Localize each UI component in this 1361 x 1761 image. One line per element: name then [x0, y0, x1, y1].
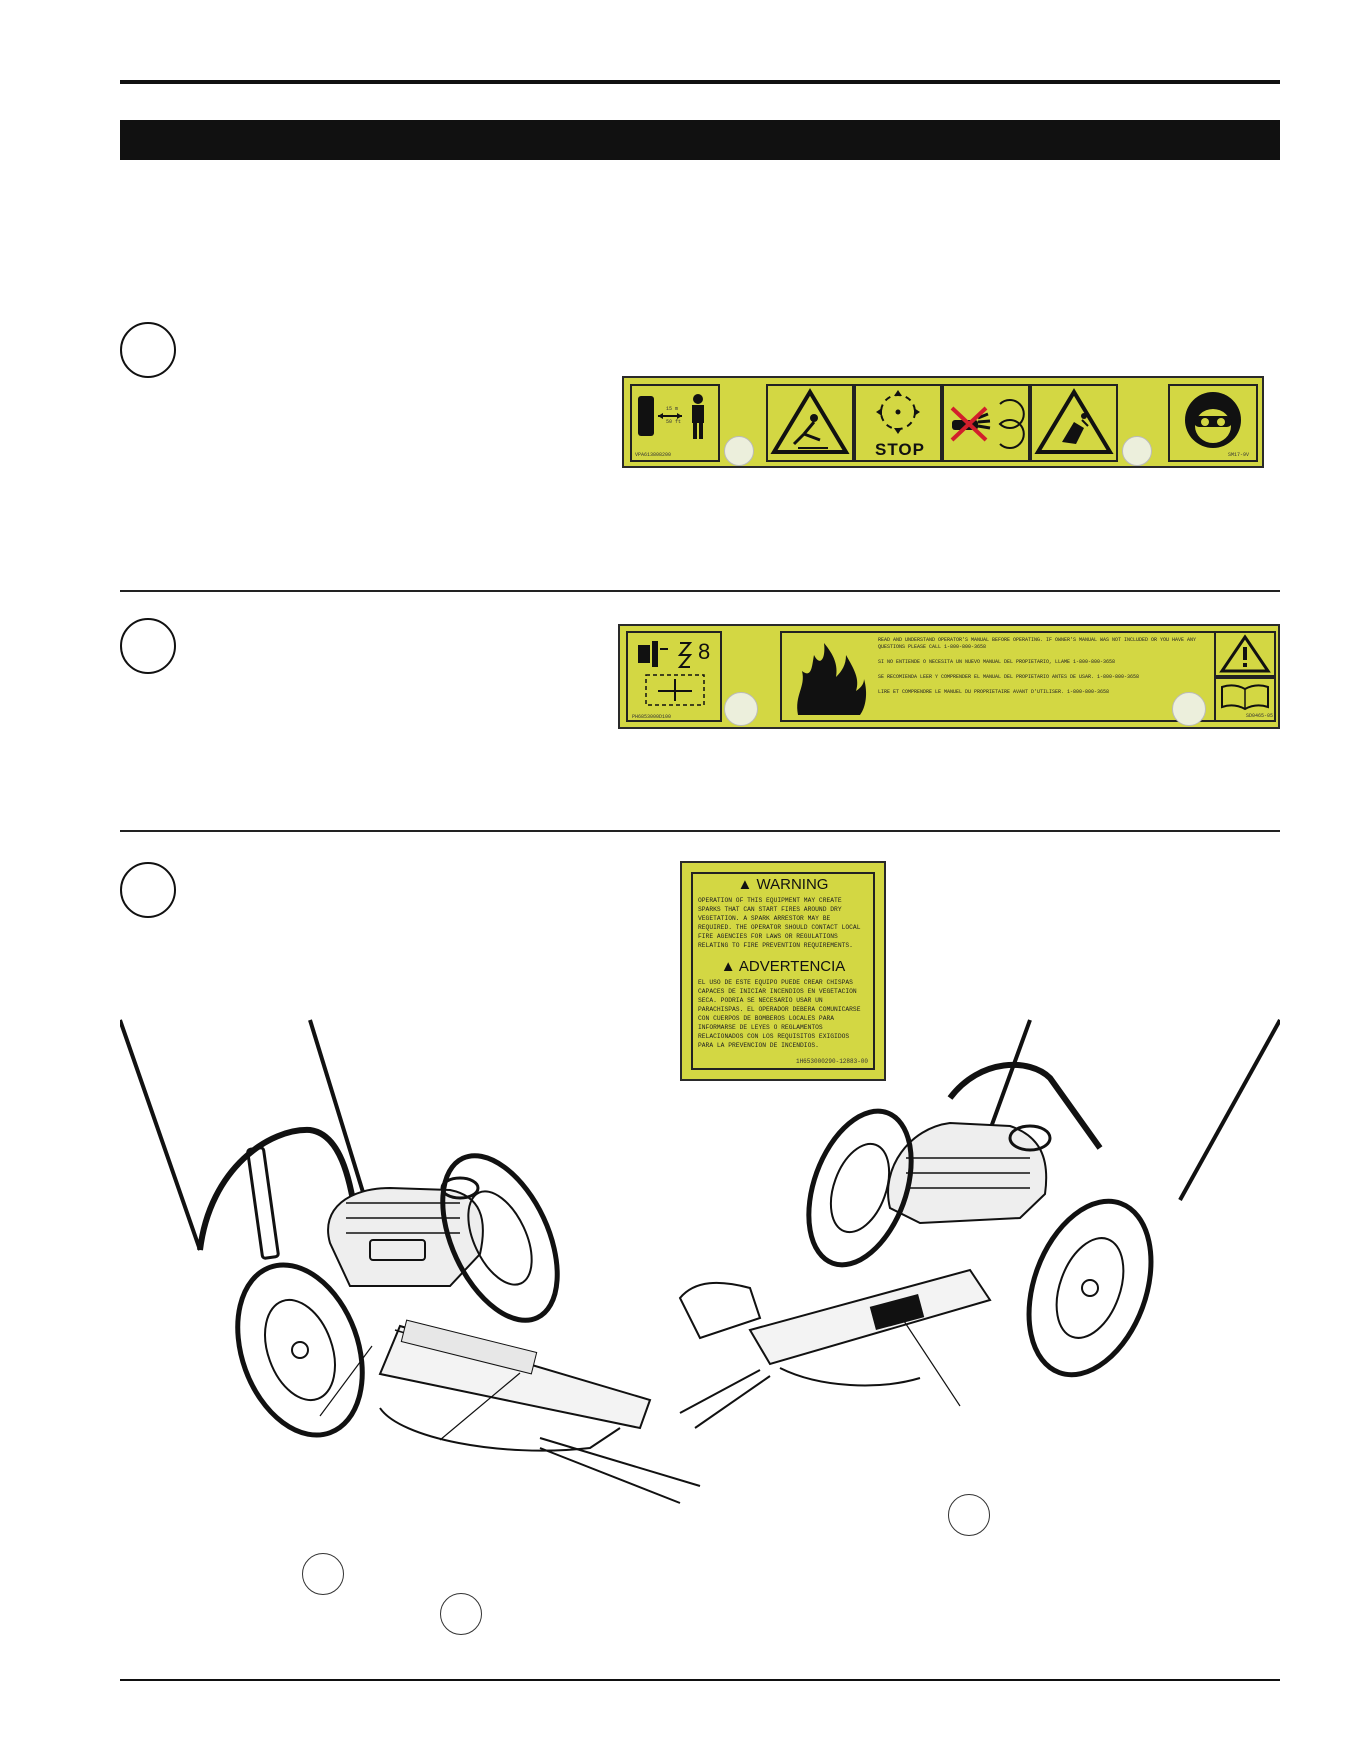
- decal2-text-line-2: SI NO ENTIENDE O NECESITA UN NUEVO MANUA…: [878, 659, 1116, 665]
- advertencia-title: ADVERTENCIA: [738, 958, 846, 975]
- safety-decal-2: 8 PH6853000D100 READ AND UNDERSTAND OPER…: [618, 624, 1280, 729]
- fire-hazard-icon: [797, 643, 867, 715]
- advertencia-text: EL USO DE ESTE EQUIPO PUEDE CREAR CHISPA…: [698, 979, 861, 1049]
- decal1-stop-panel: STOP: [854, 384, 942, 462]
- decal2-manual-panel: SD0465-05: [1214, 677, 1276, 722]
- right-side-decal-location: [869, 1293, 925, 1331]
- oil-change-icon: [638, 641, 693, 668]
- warning-heading: ▲ WARNING: [693, 876, 873, 893]
- bottom-rule: [120, 1679, 1280, 1681]
- thrown-object-warning-icon: [1034, 388, 1114, 454]
- left-trimmer-drawing: [120, 1019, 701, 1504]
- warning-title: WARNING: [756, 876, 829, 893]
- decal1-eye-protection-panel: SM17-9V: [1168, 384, 1258, 462]
- decal3-code: 1H653000290-12883-00: [795, 1058, 868, 1065]
- decal2-right-code: SD0465-05: [1246, 713, 1274, 719]
- section-separator-2: [120, 830, 1280, 832]
- distance-lower-label: 50 ft: [666, 419, 682, 425]
- decal1-thrown-object-panel: [1030, 384, 1118, 462]
- decal2-blank-dot-left: [724, 692, 758, 726]
- callout-circle-3: [948, 1494, 990, 1536]
- decal2-text-line-3: SE RECOMIENDA LEER Y COMPRENDER EL MANUA…: [878, 674, 1140, 680]
- distance-upper-label: 15 m: [666, 406, 679, 412]
- decal1-right-code: SM17-9V: [1228, 452, 1250, 458]
- trimmer-illustration: [120, 1019, 1280, 1504]
- decal2-text-panel: READ AND UNDERSTAND OPERATOR'S MANUAL BE…: [780, 631, 1218, 722]
- rotating-blade-icon: [876, 390, 920, 434]
- eye-protection-icon: [1185, 392, 1241, 448]
- keep-hands-away-icon: [950, 399, 1025, 449]
- step-marker-3: [120, 862, 176, 918]
- safety-decal-1: 15 m 50 ft VPA613808200 STOP: [622, 376, 1264, 468]
- decal2-left-code: PH6853000D100: [632, 714, 672, 720]
- decal1-blank-dot-left: [724, 436, 754, 466]
- section-separator-1: [120, 590, 1280, 592]
- advertencia-heading: ▲ ADVERTENCIA: [693, 958, 873, 975]
- top-rule: [120, 80, 1280, 84]
- right-trimmer-drawing: [678, 1019, 1280, 1429]
- decal2-instructions: READ AND UNDERSTAND OPERATOR'S MANUAL BE…: [878, 637, 1212, 696]
- decal1-slip-panel: [766, 384, 854, 462]
- deck-adjust-icon: [645, 674, 705, 706]
- decal1-hand-panel: [942, 384, 1030, 462]
- slip-warning-icon: [770, 388, 850, 454]
- warning-text: OPERATION OF THIS EQUIPMENT MAY CREATE S…: [698, 897, 861, 949]
- spark-warning-decal: ▲ WARNING OPERATION OF THIS EQUIPMENT MA…: [680, 861, 886, 1081]
- caution-triangle-icon: [1219, 634, 1271, 673]
- decal2-text-line-1: READ AND UNDERSTAND OPERATOR'S MANUAL BE…: [878, 637, 1197, 650]
- callout-circle-1: [302, 1553, 344, 1595]
- stop-label: STOP: [875, 440, 925, 459]
- read-manual-icon: [1221, 684, 1269, 711]
- decal2-blank-dot-right: [1172, 692, 1206, 726]
- left-side-decal-location: [400, 1319, 538, 1375]
- decal2-maintenance-panel: 8 PH6853000D100: [626, 631, 722, 722]
- bystander-distance-icon: [638, 394, 704, 439]
- hourglass-value: 8: [698, 639, 711, 664]
- decal2-text-line-4: LIRE ET COMPRENDRE LE MANUEL DU PROPRIET…: [878, 689, 1110, 695]
- callout-circle-2: [440, 1593, 482, 1635]
- decal1-blank-dot-right: [1122, 436, 1152, 466]
- section-title-bar: [120, 120, 1280, 160]
- decal2-caution-panel: [1214, 631, 1276, 677]
- decal1-left-code: VPA613808200: [635, 452, 672, 458]
- advertencia-triangle-icon: ▲: [720, 958, 736, 975]
- decal1-distance-panel: 15 m 50 ft VPA613808200: [630, 384, 720, 462]
- warning-triangle-icon: ▲: [737, 876, 753, 893]
- step-marker-1: [120, 322, 176, 378]
- step-marker-2: [120, 618, 176, 674]
- spark-warning-frame: ▲ WARNING OPERATION OF THIS EQUIPMENT MA…: [691, 872, 875, 1070]
